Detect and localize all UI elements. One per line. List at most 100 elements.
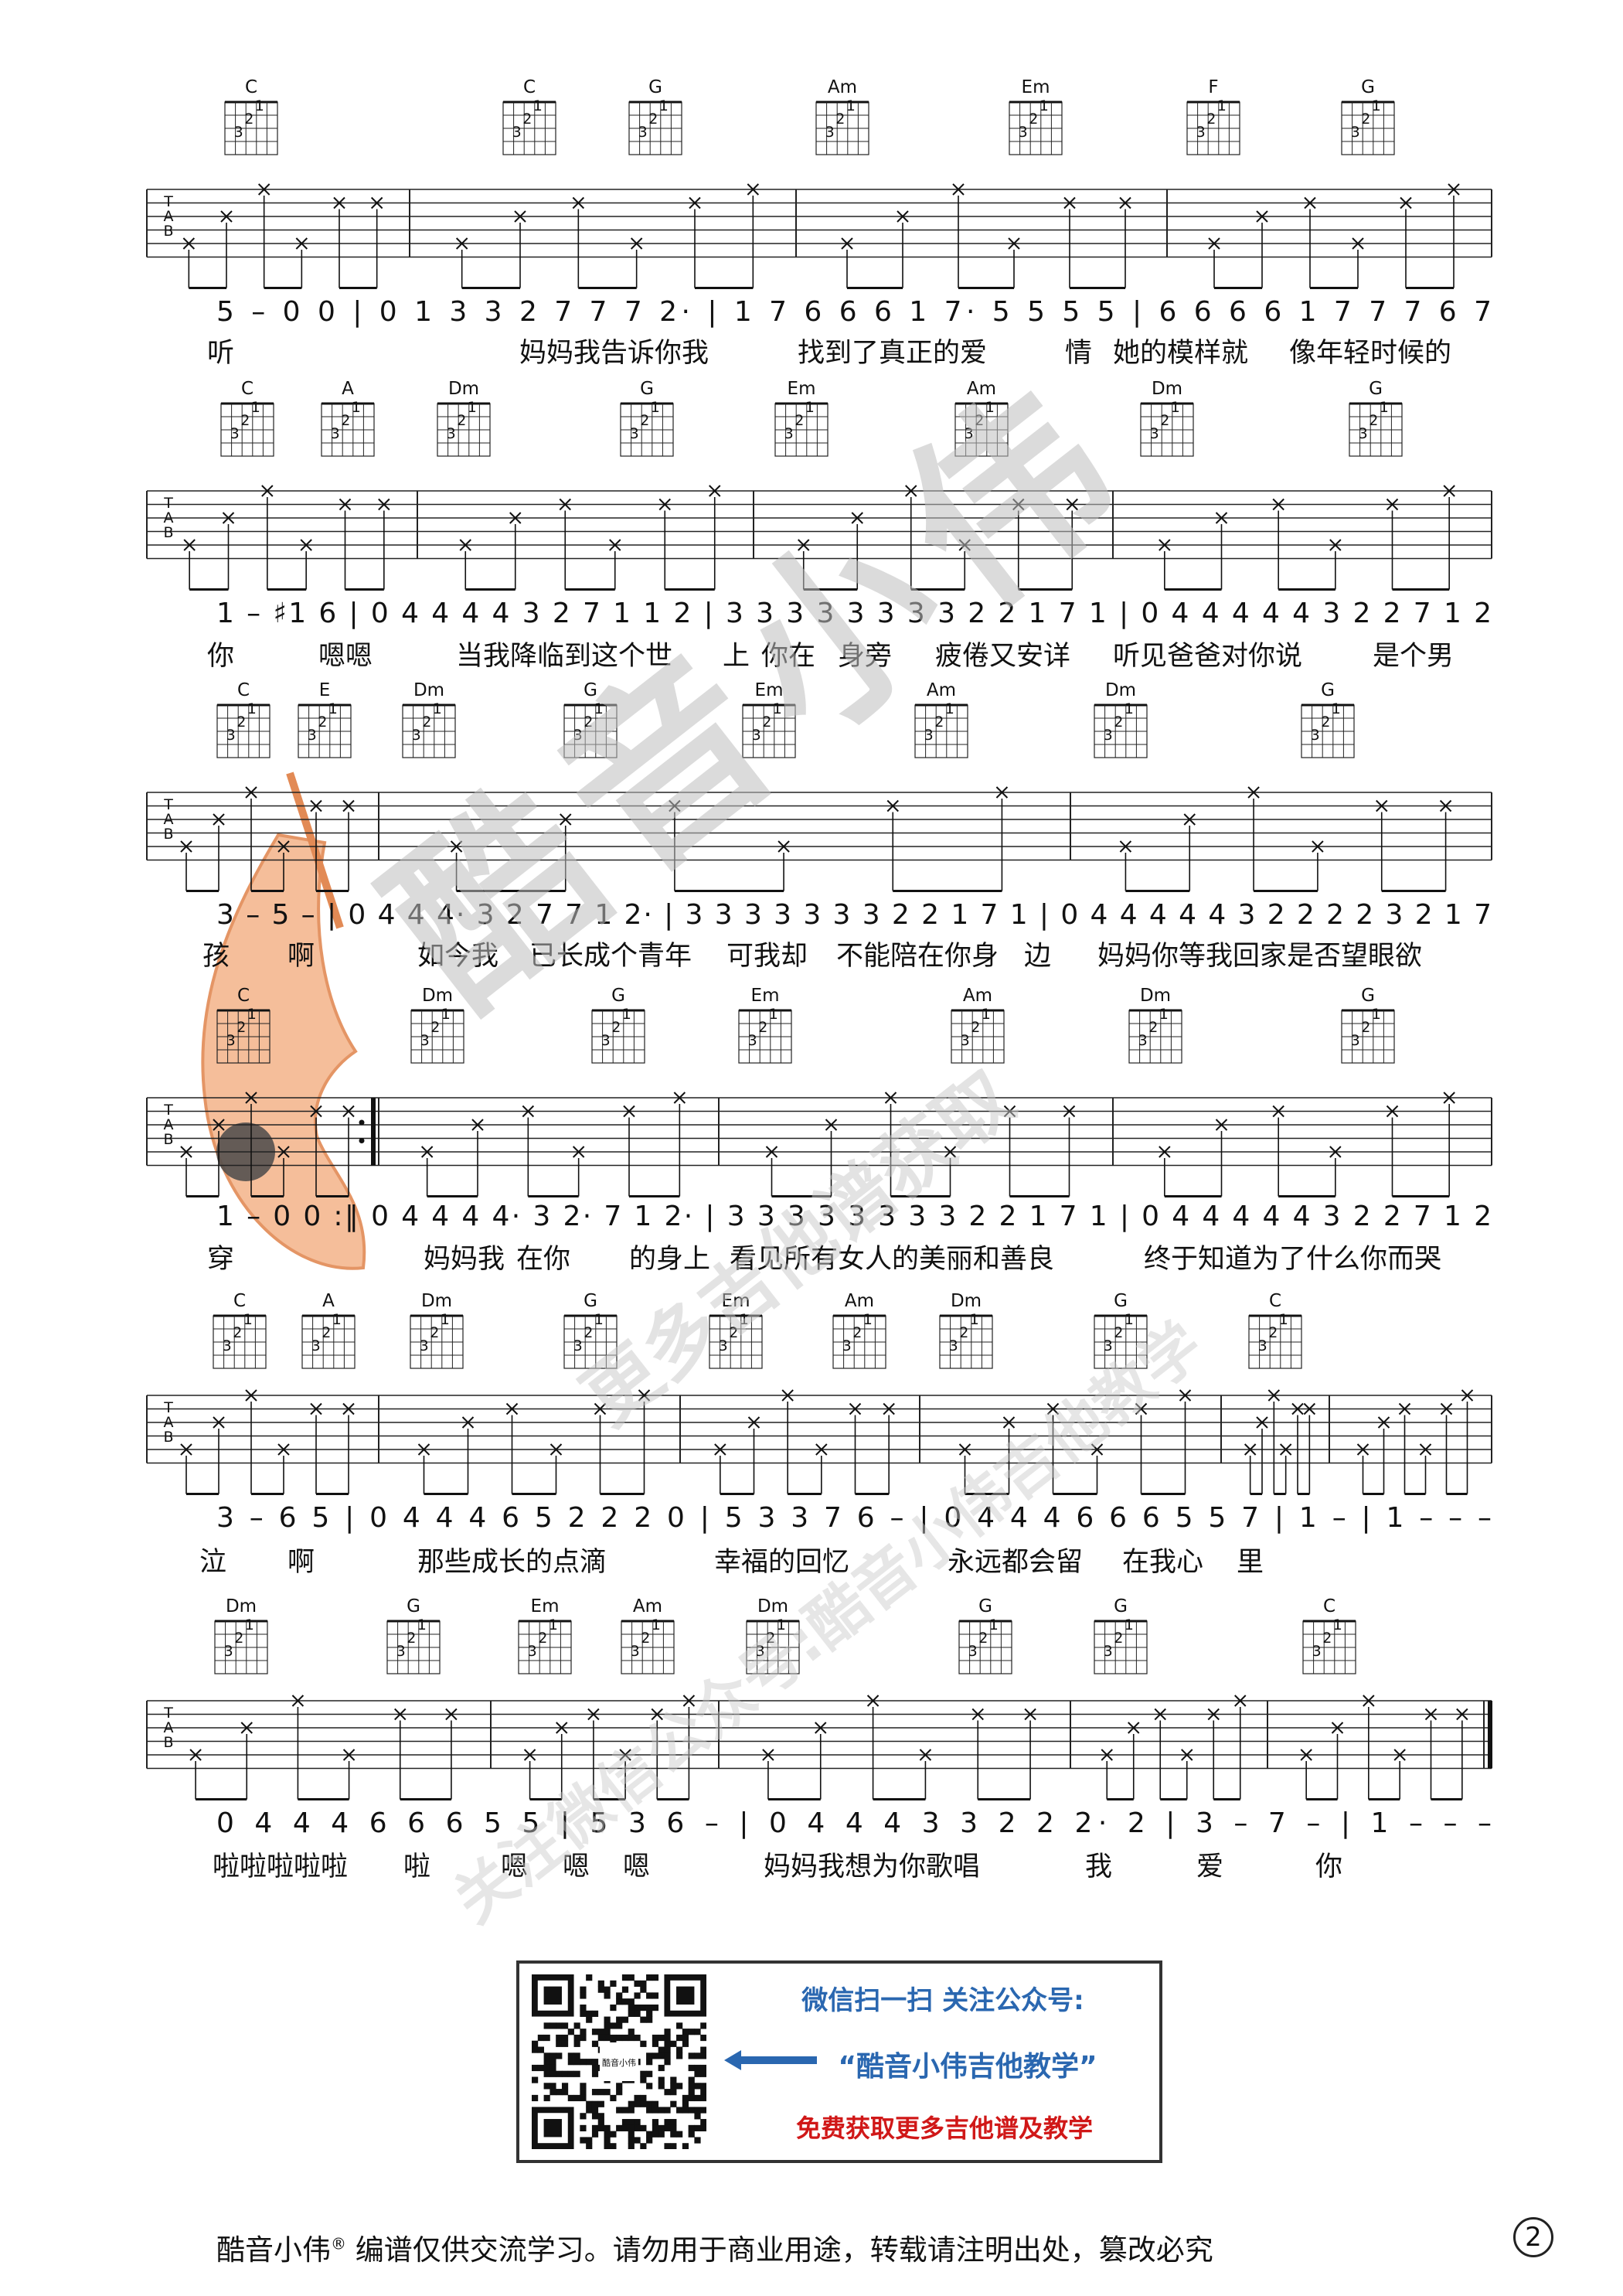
chord-name: Dm [421, 1291, 452, 1311]
strum-mark [884, 1092, 897, 1104]
qr-module [561, 2034, 569, 2042]
qr-module [652, 2034, 659, 2042]
qr-module [700, 2094, 706, 2102]
strum-mark [777, 840, 790, 853]
finger-number: 2 [934, 714, 944, 731]
finger-number: 2 [1114, 1630, 1123, 1647]
lyric: 的身上 [629, 1244, 710, 1275]
qr-module [628, 2100, 635, 2107]
finger-number: 3 [825, 124, 835, 141]
qr-module [634, 2094, 641, 2102]
finger-number: 1 [652, 1616, 661, 1633]
finger-number: 1 [769, 1006, 778, 1023]
chord-name: Dm [951, 1291, 982, 1311]
qr-module [628, 2124, 635, 2132]
qr-module [532, 2040, 539, 2047]
qr-module [676, 2034, 683, 2042]
lyric: 你 [207, 641, 234, 672]
qr-module [658, 2064, 665, 2072]
strum-mark [714, 1443, 726, 1456]
qr-module [586, 2137, 593, 2144]
finger-number: 2 [407, 1630, 416, 1647]
strum-mark [747, 183, 760, 196]
qr-module [597, 2029, 604, 2035]
qr-module [591, 2124, 599, 2132]
qr-module [532, 2094, 539, 2102]
qr-code[interactable]: 酷音小伟 [532, 1974, 706, 2149]
qr-module [688, 2052, 695, 2059]
qr-module [676, 2131, 683, 2138]
strum-mark [1063, 1105, 1076, 1118]
qr-module [688, 2107, 695, 2114]
strum-mark [342, 1402, 355, 1415]
qr-module [543, 2094, 550, 2102]
qr-module [586, 2143, 593, 2149]
finger-number: 1 [773, 700, 782, 717]
finger-number: 3 [1359, 425, 1368, 442]
qr-module [610, 2131, 617, 2138]
qr-module [664, 2040, 671, 2047]
qr-module [573, 2040, 580, 2047]
qr-module [573, 2094, 580, 2102]
finger-number: 3 [719, 1337, 728, 1354]
chord-name: C [233, 1291, 246, 1311]
qr-module [700, 2070, 706, 2077]
lyric: 啦啦啦啦啦 [213, 1851, 348, 1882]
qr-module [597, 2124, 604, 2132]
strum-mark [261, 485, 274, 497]
qr-module [694, 2107, 701, 2114]
qr-module [610, 2022, 617, 2029]
finger-number: 3 [224, 1643, 233, 1660]
chord-name: G [1114, 1596, 1128, 1616]
qr-module [610, 1980, 617, 1987]
strum-mark [342, 1105, 355, 1118]
strum-mark [1312, 840, 1324, 853]
qr-module [567, 2094, 574, 2102]
qr-module [543, 2034, 550, 2042]
strum-mark [556, 1722, 568, 1734]
qr-module [694, 2029, 701, 2035]
qr-module [550, 2064, 556, 2072]
strum-mark [213, 813, 225, 826]
chord-name: G [611, 986, 625, 1006]
qr-module [634, 2100, 641, 2107]
qr-module [652, 2004, 659, 2012]
qr-module [670, 2119, 677, 2126]
jianpu-line: 1 – ♯1 6 | 0 4 4 4 4 3 2 7 1 1 2 | 3 3 3… [216, 598, 1492, 629]
qr-module [646, 2083, 653, 2090]
finger-number: 2 [522, 111, 532, 128]
qr-module [556, 2070, 563, 2077]
strum-mark [1419, 1443, 1432, 1456]
strum-mark [1363, 1695, 1375, 1707]
qr-module [682, 2143, 689, 2149]
finger-number: 2 [244, 111, 253, 128]
finger-number: 2 [1361, 111, 1370, 128]
finger-number: 1 [740, 1311, 749, 1328]
finger-number: 2 [584, 1324, 593, 1341]
strum-mark [1400, 196, 1412, 210]
chord-name: Am [967, 379, 996, 399]
finger-number: 2 [318, 714, 327, 731]
finger-number: 2 [794, 412, 804, 429]
strum-mark [1179, 1389, 1192, 1402]
finger-number: 2 [1029, 111, 1038, 128]
lyric: 找到了真正的爱 [798, 338, 987, 369]
strum-mark [277, 1443, 290, 1456]
finger-number: 1 [549, 1616, 558, 1633]
lyric: 里 [1237, 1547, 1264, 1578]
qr-module [591, 2089, 599, 2096]
finger-number: 1 [863, 1311, 873, 1328]
tab-row: TABC321E321Dm321G321Em321Am321Dm321G3213… [146, 680, 1492, 972]
qr-logo [600, 2042, 638, 2081]
finger-number: 2 [640, 412, 649, 429]
qr-module [628, 2034, 635, 2042]
finger-number: 1 [970, 1311, 979, 1328]
